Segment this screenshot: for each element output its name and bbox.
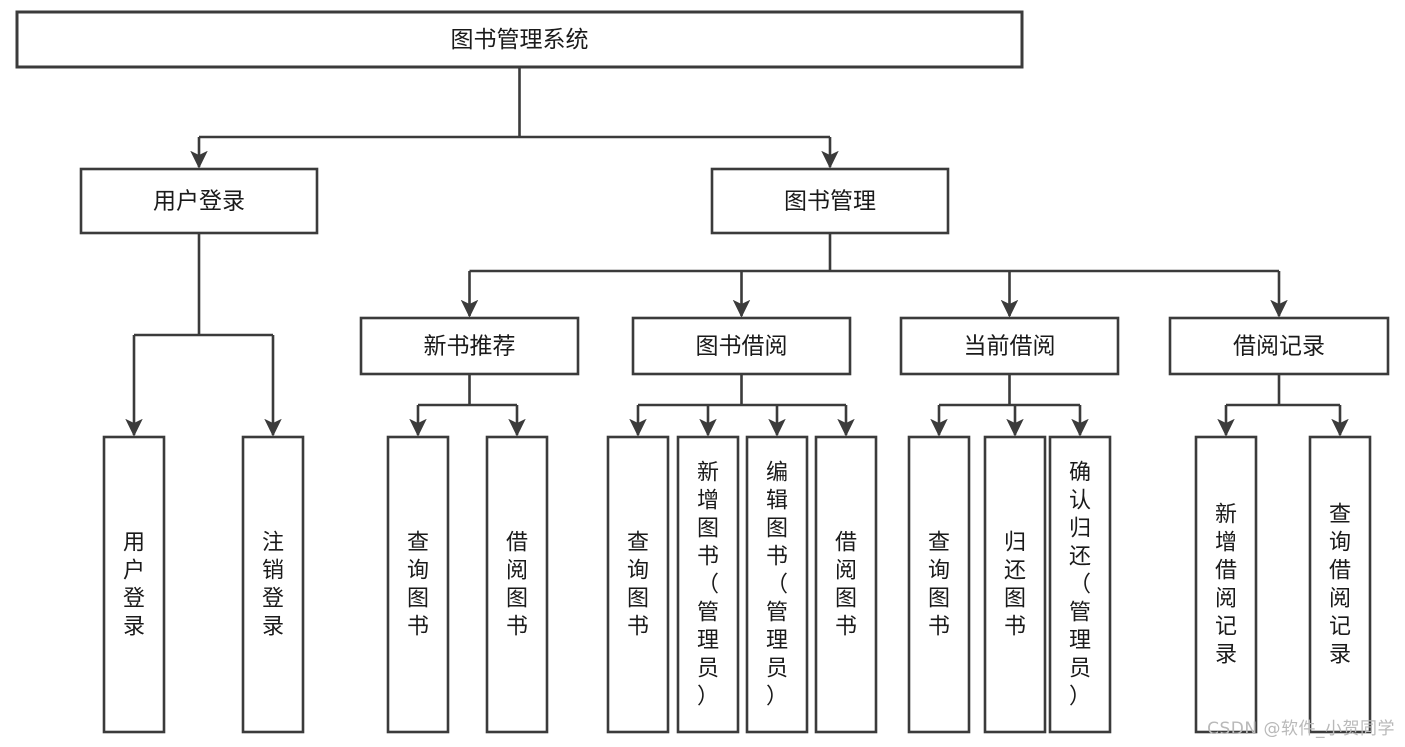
node-box (359, 316, 580, 376)
node-box (1194, 435, 1258, 734)
node-label: 归还图书 (1004, 531, 1026, 640)
node-label: 用户登录 (123, 531, 145, 640)
node-label: 图书管理系统 (451, 27, 589, 53)
node-label: 当前借阅 (964, 334, 1056, 360)
node-box (899, 316, 1120, 376)
watermark-text: CSDN @软件_小贺同学 (1207, 719, 1395, 739)
node-leaf-query-record[interactable]: 查询借阅记录 (1308, 435, 1372, 734)
node-box (1308, 435, 1372, 734)
node-leaf-logout[interactable]: 注销登录 (241, 435, 305, 734)
node-book-manage[interactable]: 图书管理 (710, 167, 950, 235)
node-box (15, 10, 1024, 69)
node-leaf-edit-book[interactable]: 编辑图书（管理员） (745, 435, 809, 734)
node-box (983, 435, 1047, 734)
node-label: 查询图书 (627, 531, 649, 640)
node-current-borrow[interactable]: 当前借阅 (899, 316, 1120, 376)
node-label: 查询借阅记录 (1329, 503, 1351, 668)
node-label: 查询图书 (928, 531, 950, 640)
node-label: 新书推荐 (424, 334, 516, 360)
node-box (386, 435, 450, 734)
node-label: 借阅记录 (1233, 334, 1325, 360)
node-label: 借阅图书 (506, 531, 528, 640)
node-leaf-add-record[interactable]: 新增借阅记录 (1194, 435, 1258, 734)
node-leaf-user-login[interactable]: 用户登录 (102, 435, 166, 734)
node-leaf-query-book-3[interactable]: 查询图书 (907, 435, 971, 734)
node-box (79, 167, 319, 235)
node-leaf-borrow-book-2[interactable]: 借阅图书 (814, 435, 878, 734)
node-label: 确认归还（管理员） (1069, 461, 1091, 710)
node-new-book-rec[interactable]: 新书推荐 (359, 316, 580, 376)
node-box (745, 435, 809, 734)
node-leaf-confirm-return[interactable]: 确认归还（管理员） (1048, 435, 1112, 734)
node-label: 图书管理 (784, 189, 876, 215)
node-box (814, 435, 878, 734)
node-box (241, 435, 305, 734)
node-borrow-record[interactable]: 借阅记录 (1168, 316, 1390, 376)
node-leaf-borrow-book-1[interactable]: 借阅图书 (485, 435, 549, 734)
node-leaf-query-book-2[interactable]: 查询图书 (606, 435, 670, 734)
node-box (102, 435, 166, 734)
node-box (676, 435, 740, 734)
node-box (710, 167, 950, 235)
node-user-login[interactable]: 用户登录 (79, 167, 319, 235)
node-box (631, 316, 852, 376)
node-layer: 图书管理系统用户登录图书管理新书推荐图书借阅当前借阅借阅记录用户登录注销登录查询… (15, 10, 1390, 734)
node-label: 查询图书 (407, 531, 429, 640)
node-box (485, 435, 549, 734)
node-root-system[interactable]: 图书管理系统 (15, 10, 1024, 69)
node-leaf-add-book[interactable]: 新增图书（管理员） (676, 435, 740, 734)
node-label: 新增图书（管理员） (697, 461, 719, 710)
node-box (1048, 435, 1112, 734)
node-leaf-query-book-1[interactable]: 查询图书 (386, 435, 450, 734)
node-box (606, 435, 670, 734)
connector-layer (125, 67, 1349, 437)
node-label: 图书借阅 (696, 334, 788, 360)
node-label: 借阅图书 (835, 531, 857, 640)
node-box (907, 435, 971, 734)
node-label: 注销登录 (262, 531, 284, 640)
node-label: 用户登录 (153, 189, 245, 215)
node-box (1168, 316, 1390, 376)
node-book-borrow[interactable]: 图书借阅 (631, 316, 852, 376)
node-label: 编辑图书（管理员） (766, 461, 788, 710)
node-leaf-return-book[interactable]: 归还图书 (983, 435, 1047, 734)
node-label: 新增借阅记录 (1215, 503, 1237, 668)
